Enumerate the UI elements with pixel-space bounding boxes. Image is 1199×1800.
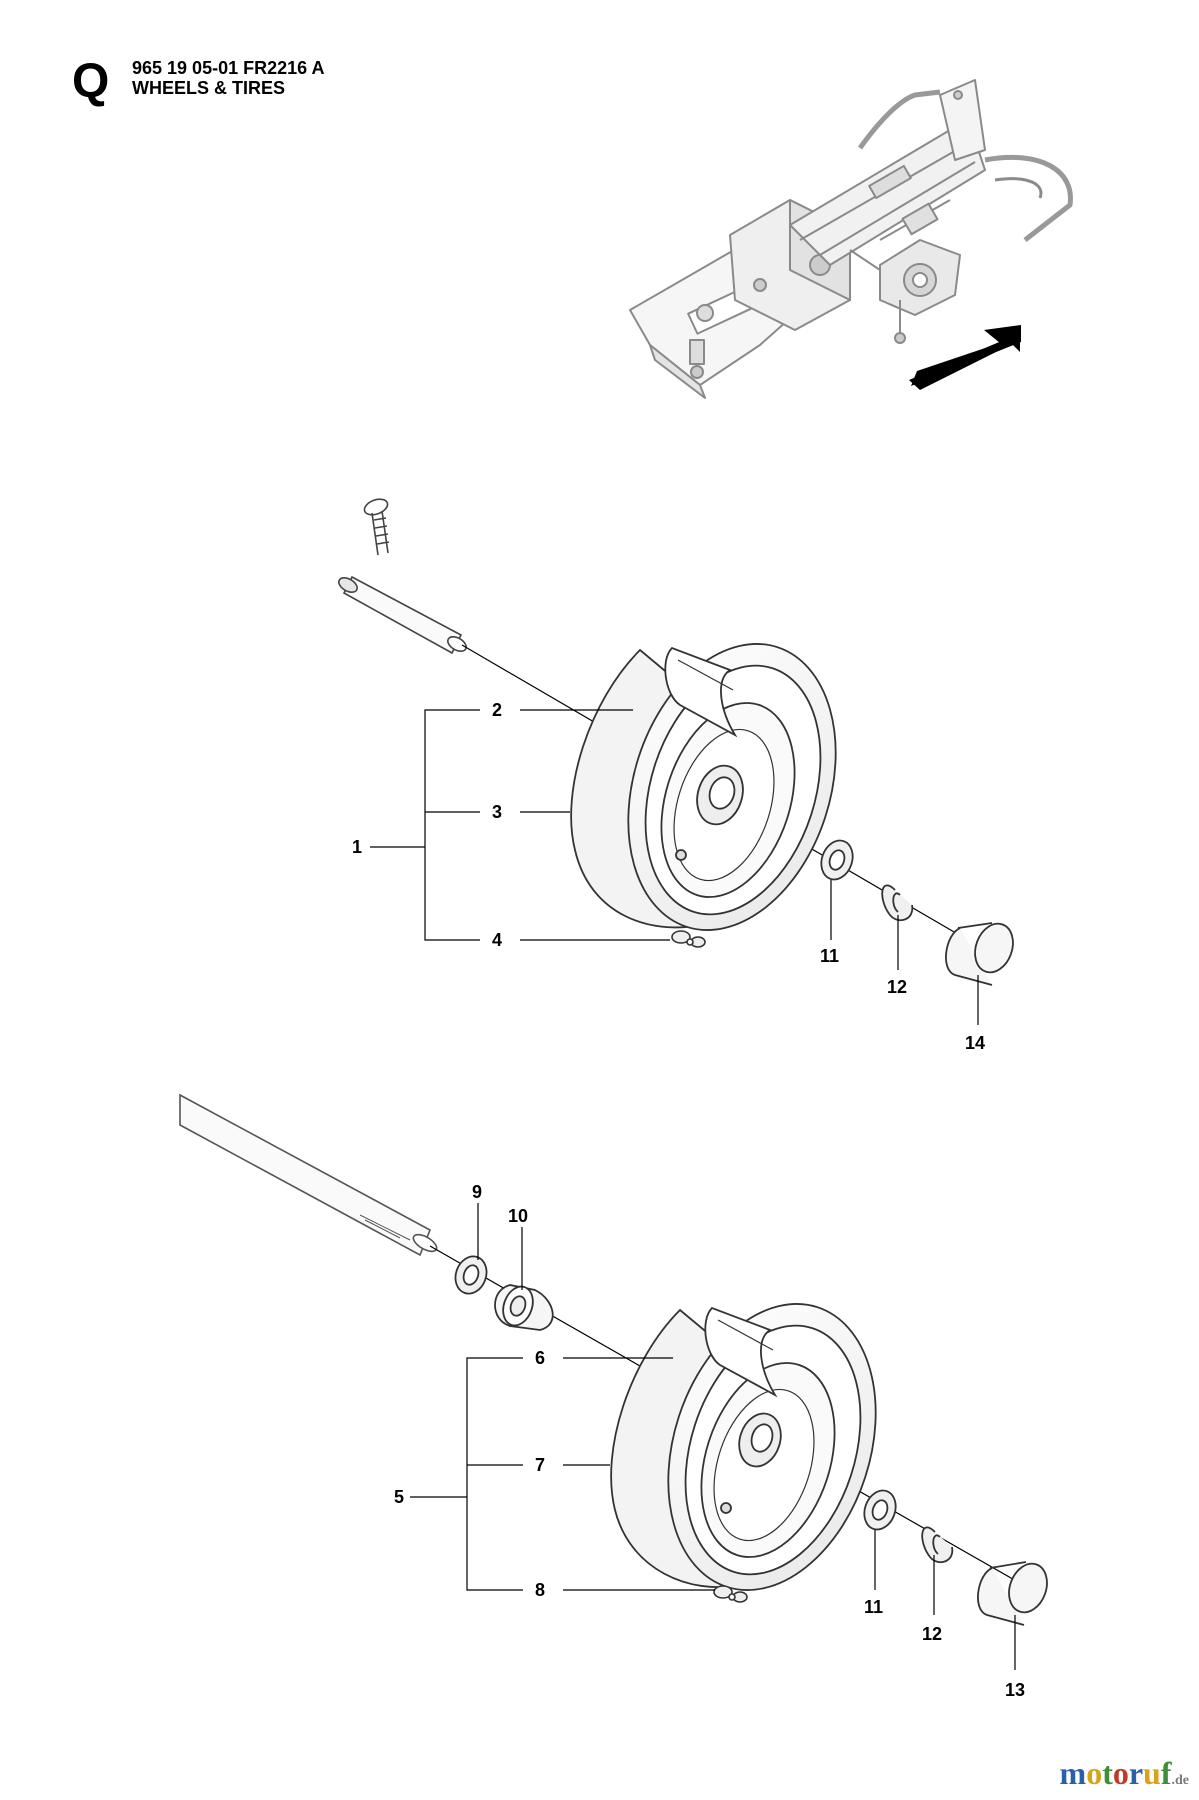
callout-6: 6 [535, 1348, 545, 1368]
watermark-letters: motoruf [1060, 1755, 1172, 1791]
tractor-frame-overview [629, 79, 1073, 399]
watermark-letter: m [1059, 1755, 1087, 1791]
watermark-logo: motoruf.de [1060, 1755, 1189, 1792]
direction-arrow-icon [909, 326, 1020, 390]
callout-10: 10 [508, 1206, 528, 1226]
leader-lines-upper [370, 709, 979, 1025]
watermark-letter: f [1160, 1755, 1172, 1791]
watermark-letter: t [1102, 1755, 1113, 1791]
axle-shaft [179, 1093, 438, 1257]
callout-12-lower: 12 [922, 1624, 942, 1644]
axle-pin [338, 575, 467, 655]
callout-9: 9 [472, 1182, 482, 1202]
callout-2: 2 [492, 700, 502, 720]
bolt [363, 498, 390, 556]
spacer-10 [494, 1284, 554, 1331]
hub-cap-upper [945, 922, 1014, 986]
lower-wheel-assembly [179, 1093, 1048, 1670]
callout-13: 13 [1005, 1680, 1025, 1700]
callout-8: 8 [535, 1580, 545, 1600]
watermark-letter: o [1086, 1755, 1103, 1791]
callout-4: 4 [492, 930, 502, 950]
callout-11-upper: 11 [820, 946, 839, 966]
callout-14: 14 [965, 1033, 985, 1053]
valve-clip-upper [671, 930, 706, 948]
washer-9 [454, 1255, 488, 1295]
leader-lines-lower [410, 1203, 1016, 1670]
callout-12-upper: 12 [887, 977, 907, 997]
watermark-letter: r [1128, 1755, 1144, 1791]
tire-lower [610, 1303, 877, 1591]
e-clip-upper [881, 884, 914, 922]
callout-3: 3 [492, 802, 502, 822]
part-number: 965 19 05-01 FR2216 A [132, 58, 325, 78]
washer-upper [820, 839, 854, 881]
callout-1: 1 [352, 837, 362, 857]
e-clip-lower [921, 1526, 954, 1564]
watermark-domain: .de [1171, 1773, 1190, 1788]
section-letter: Q [72, 55, 110, 108]
upper-wheel-assembly [338, 498, 1014, 1025]
watermark-letter: o [1112, 1755, 1129, 1791]
callout-5: 5 [394, 1487, 404, 1507]
callout-11-lower: 11 [864, 1597, 883, 1617]
section-title: WHEELS & TIRES [132, 78, 286, 98]
valve-clip-lower [713, 1585, 748, 1603]
watermark-letter: u [1143, 1755, 1161, 1791]
tire-upper [570, 643, 837, 931]
washer-lower [863, 1489, 897, 1531]
hub-cap-lower [977, 1561, 1048, 1626]
callout-7: 7 [535, 1455, 545, 1475]
